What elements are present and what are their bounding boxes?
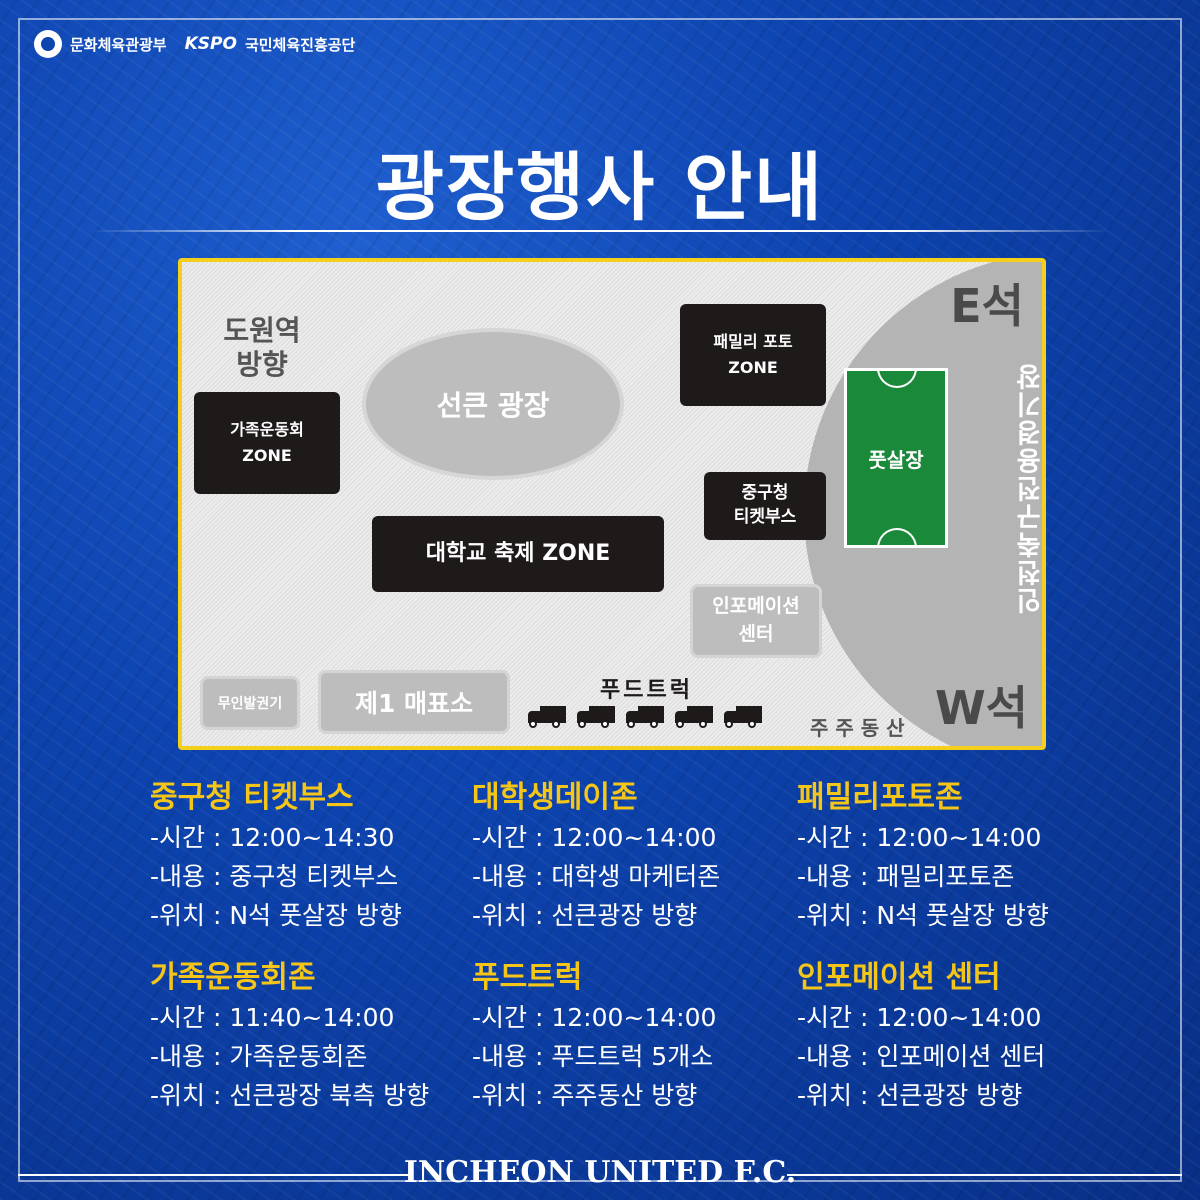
truck-icon — [724, 706, 762, 728]
footer-line-left — [18, 1174, 413, 1176]
truck-icon — [626, 706, 664, 728]
kspo-logo: KSPO — [184, 34, 237, 54]
ticket-kiosk: 무인발권기 — [200, 676, 300, 730]
parking-hill-label: 주 주 동 산 — [810, 716, 905, 740]
stand-e-label: E석 — [950, 279, 1024, 333]
event-university-zone: 대학생데이존-시간 : 12:00~14:00-내용 : 대학생 마케터존-위치… — [472, 780, 721, 930]
ticket-office: 제1 매표소 — [318, 670, 510, 734]
frame-border — [18, 18, 1182, 1182]
club-name: INCHEON UNITED F.C. — [403, 1155, 797, 1190]
event-ticket-booth: 중구청 티켓부스-시간 : 12:00~14:30-내용 : 중구청 티켓부스-… — [150, 780, 402, 930]
event-food-truck: 푸드트럭-시간 : 12:00~14:00-내용 : 푸드트럭 5개소-위치 :… — [472, 960, 717, 1110]
stadium-name: 인천축구전용경기장 — [1016, 362, 1046, 614]
truck-icon — [577, 706, 615, 728]
government-emblem-icon — [34, 30, 62, 58]
sponsor-logos: 문화체육관광부 KSPO 국민체육진흥공단 — [34, 30, 355, 58]
sunken-plaza: 선큰 광장 — [362, 328, 624, 480]
page-title: 광장행사 안내 — [375, 145, 825, 231]
title-divider — [90, 230, 1110, 232]
event-info-center: 인포메이션 센터-시간 : 12:00~14:00-내용 : 인포메이션 센터-… — [797, 960, 1046, 1110]
event-family-sports: 가족운동회존-시간 : 11:40~14:00-내용 : 가족운동회존-위치 :… — [150, 960, 430, 1110]
stand-w-label: W석 — [934, 681, 1028, 735]
kspo-org-text: 국민체육진흥공단 — [244, 35, 356, 54]
direction-label: 도원역 방향 — [223, 314, 301, 381]
food-truck-row — [528, 706, 773, 728]
event-family-photo: 패밀리포토존-시간 : 12:00~14:00-내용 : 패밀리포토존-위치 :… — [797, 780, 1049, 930]
university-festival-zone: 대학교 축제 ZONE — [372, 516, 664, 592]
food-truck-label: 푸드트럭 — [600, 678, 693, 703]
futsal-field: 풋살장 — [844, 368, 948, 548]
truck-icon — [675, 706, 713, 728]
footer-line-right — [787, 1174, 1182, 1176]
ministry-logo-text: 문화체육관광부 — [70, 35, 167, 54]
truck-icon — [528, 706, 566, 728]
